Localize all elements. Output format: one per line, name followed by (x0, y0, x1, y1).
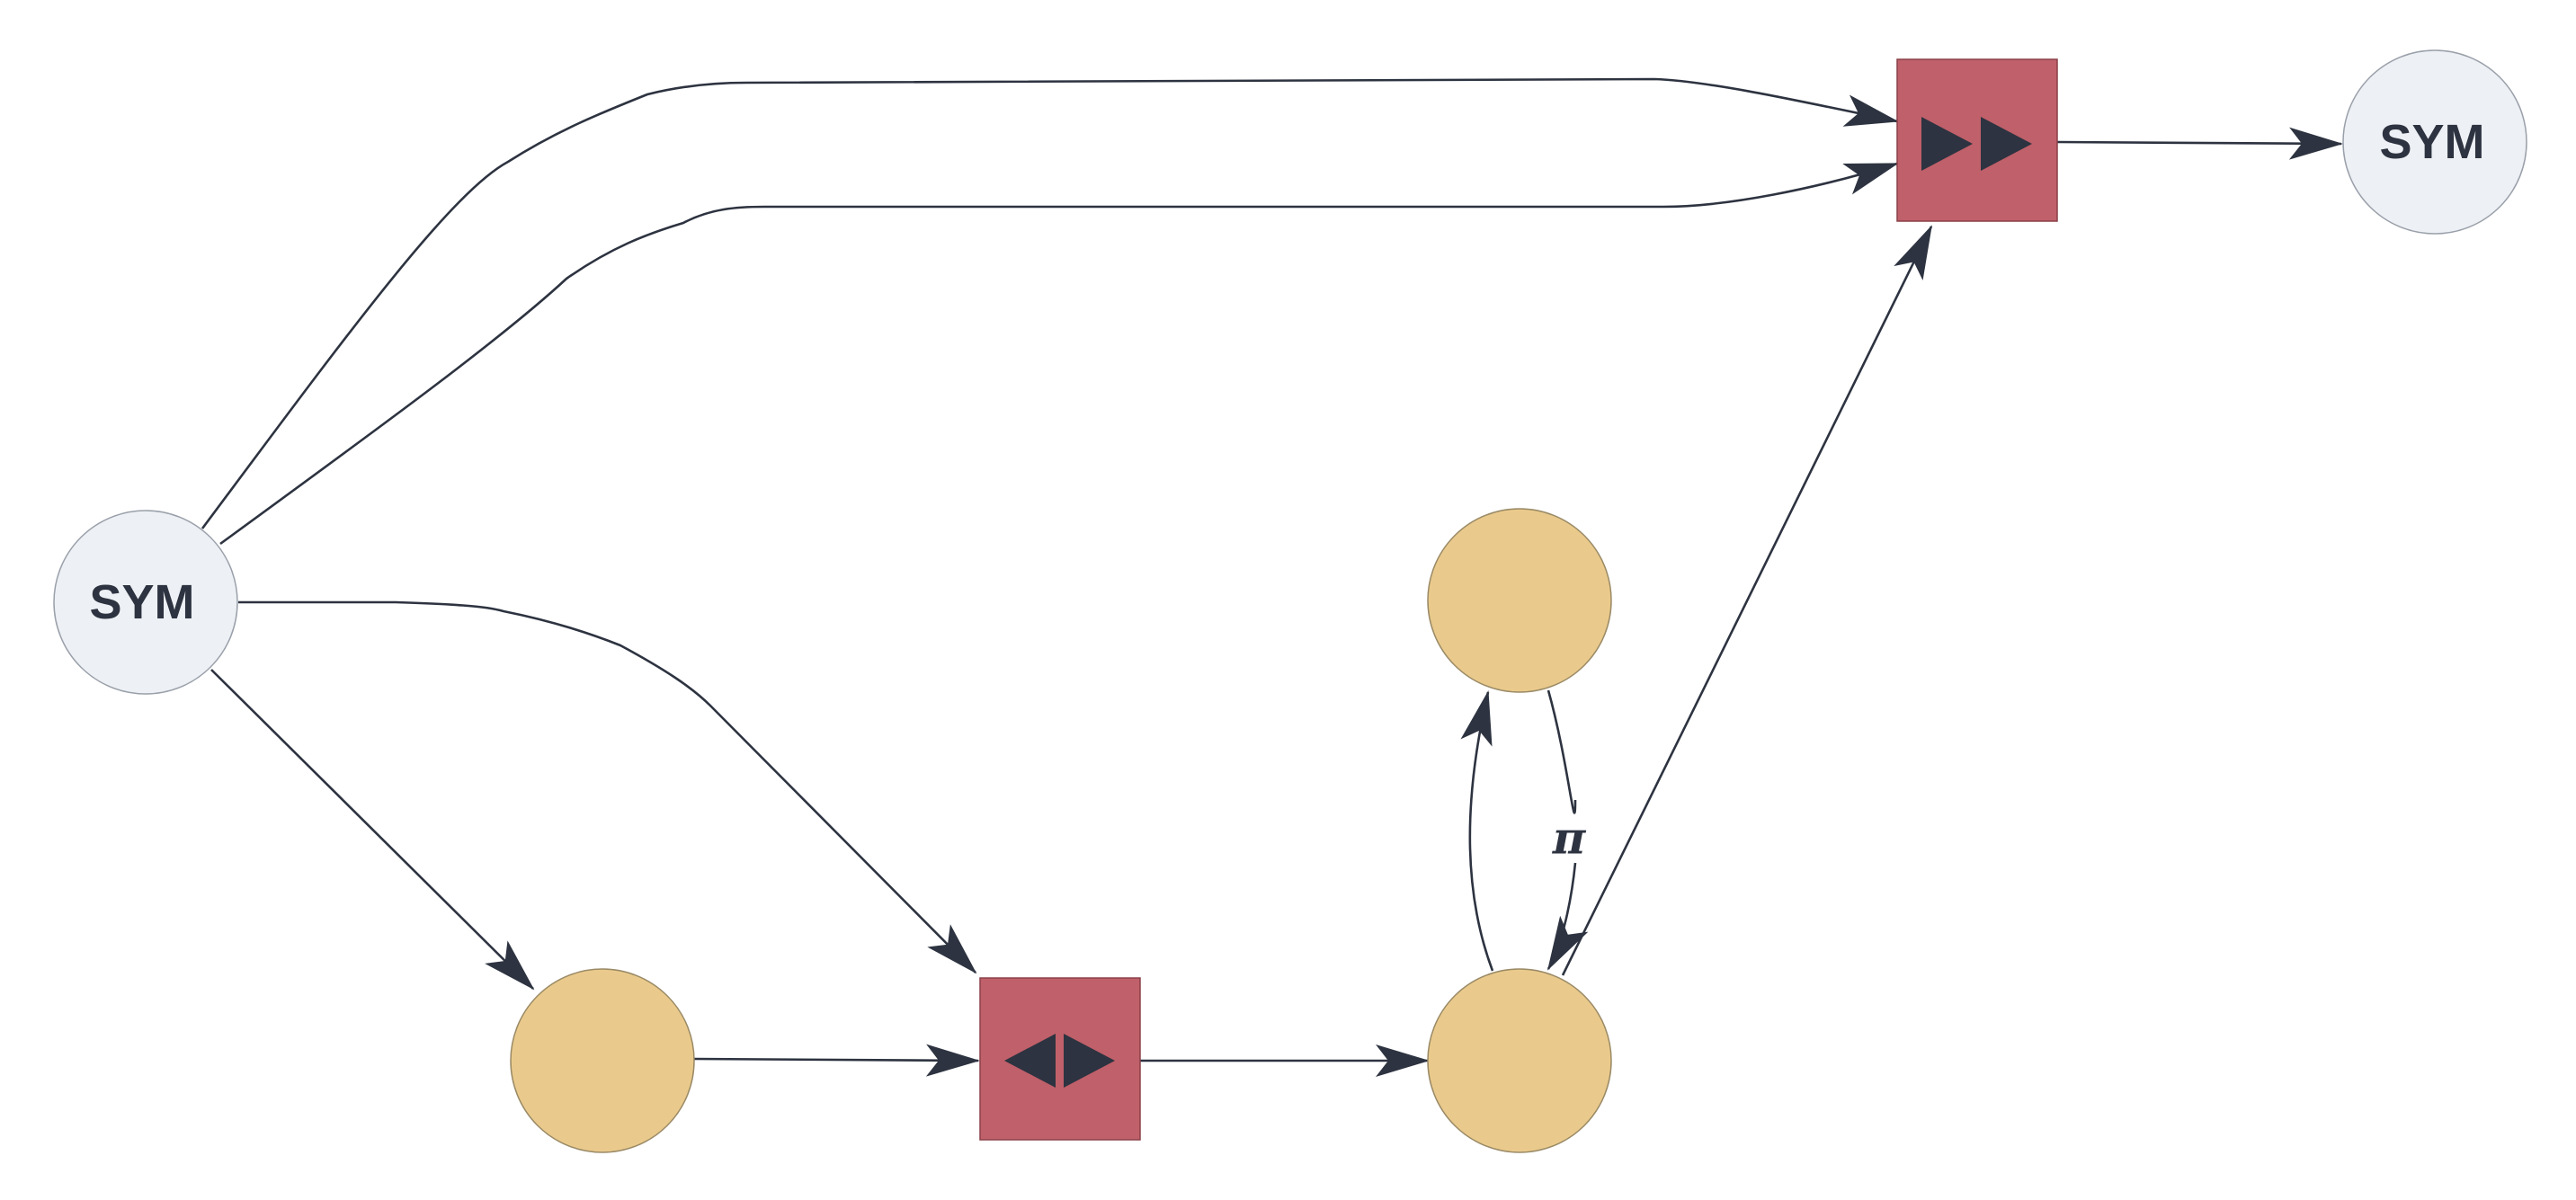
edges-layer (201, 77, 2343, 1077)
edge-state-top-to-state-middle[interactable] (1548, 689, 1575, 969)
node-sym-output[interactable]: SYM (2342, 49, 2527, 235)
swap-arrows-icon (1004, 1034, 1115, 1088)
edge-sym-input-to-state-left[interactable] (210, 669, 535, 991)
edge-state-middle-to-op-forward[interactable] (1561, 225, 1933, 976)
edge-state-left-to-op-swap[interactable] (693, 1044, 980, 1077)
double-forward-arrows-icon (1921, 117, 2032, 171)
node-state-top[interactable] (1427, 508, 1612, 693)
node-state-left[interactable] (510, 968, 695, 1153)
sym-input-label: SYM (89, 575, 194, 629)
node-op-swap[interactable] (979, 977, 1141, 1141)
edge-sym-input-to-op-swap[interactable] (238, 600, 977, 974)
op-forward-box (1896, 58, 2058, 222)
edge-sym-input-to-op-forward-upper[interactable] (201, 77, 1899, 529)
node-sym-input[interactable]: SYM (53, 510, 238, 695)
edge-op-forward-to-sym-output[interactable] (2056, 127, 2343, 160)
edge-state-middle-to-state-top[interactable] (1460, 690, 1494, 972)
op-swap-box (979, 977, 1141, 1141)
edge-sym-input-to-op-forward-lower[interactable] (219, 162, 1899, 546)
node-op-forward[interactable] (1896, 58, 2058, 222)
sym-output-label: SYM (2379, 115, 2484, 169)
node-state-middle[interactable] (1427, 968, 1612, 1153)
sym-input-circle (53, 510, 238, 695)
edge-label-pi: π (1552, 812, 1587, 865)
sym-output-circle (2342, 49, 2527, 235)
